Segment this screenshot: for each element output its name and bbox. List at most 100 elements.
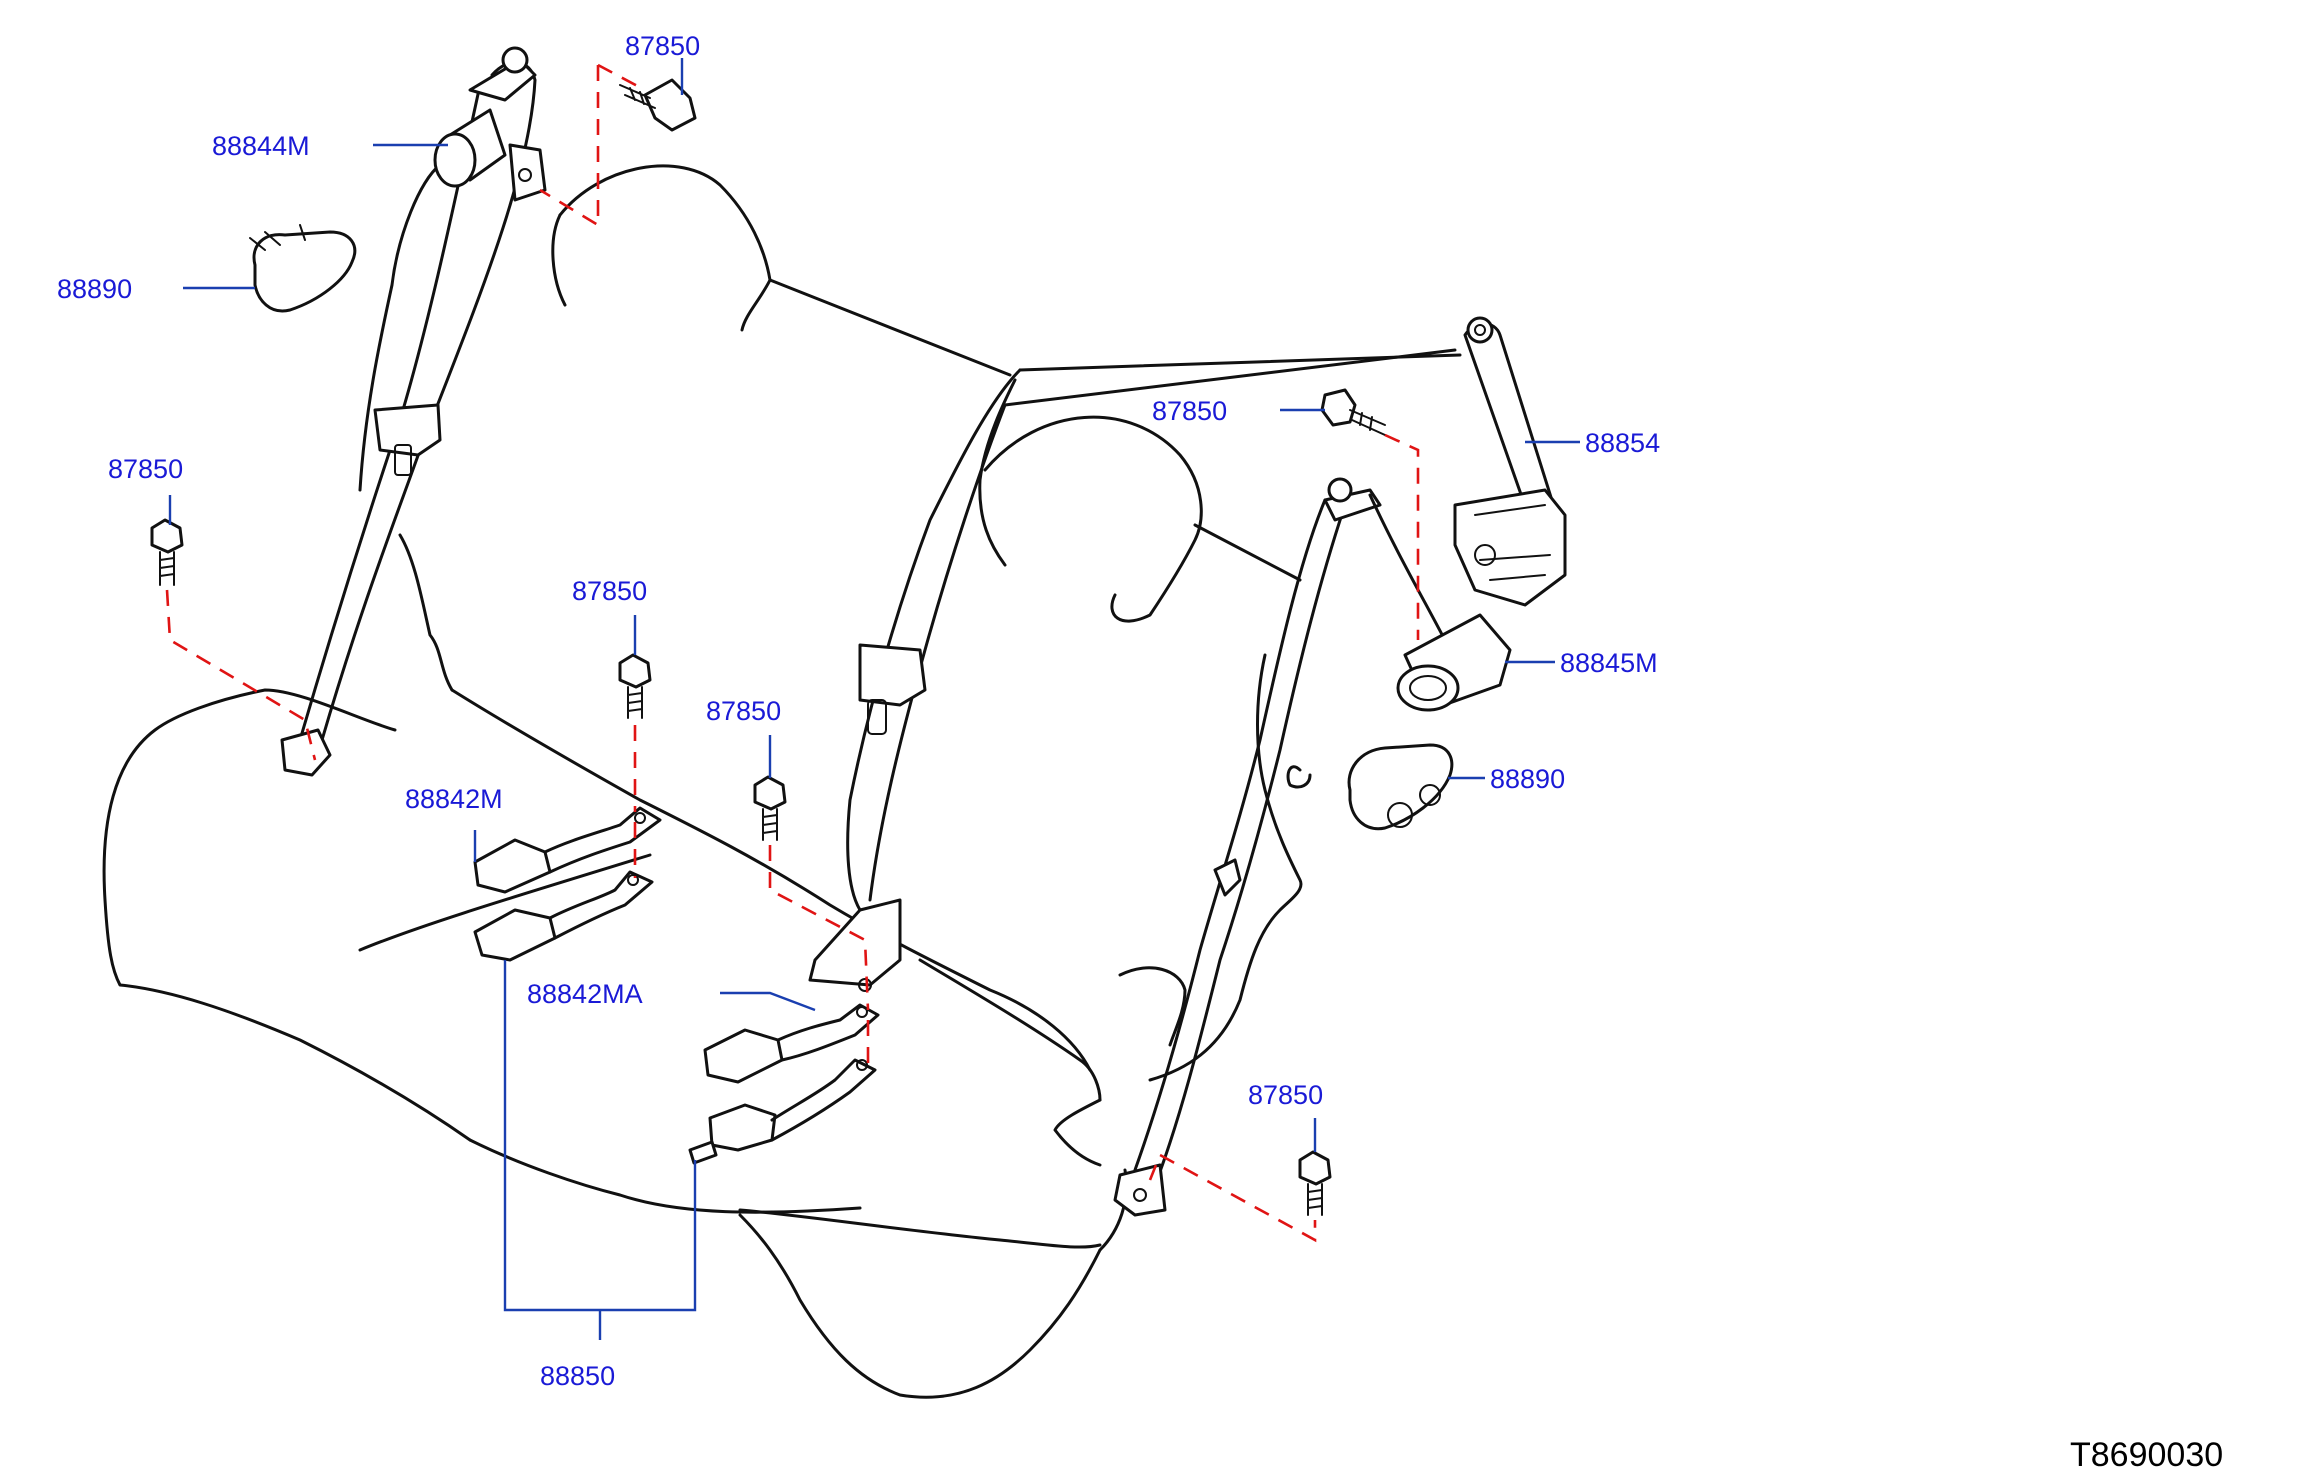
label-88850[interactable]: 88850 bbox=[540, 1361, 615, 1391]
buckle-88850-tongue-body bbox=[708, 1103, 777, 1152]
buckle-88842M-strap-lower bbox=[548, 870, 654, 940]
buckle-88850-strap bbox=[770, 1058, 877, 1142]
seatback-right-edge bbox=[1148, 653, 1303, 1082]
retractor-spool bbox=[1474, 544, 1496, 566]
right-belt-webbing-outer bbox=[1133, 498, 1327, 1172]
left-seat-belt bbox=[280, 46, 547, 777]
center-belt-webbing-right bbox=[868, 403, 1007, 902]
phantom-left bbox=[165, 589, 317, 761]
cover-right-body bbox=[1347, 743, 1454, 831]
cushion-front-left bbox=[468, 1138, 862, 1214]
center-anchor-hole bbox=[858, 978, 872, 992]
buckle-88842MA-strap bbox=[776, 1003, 880, 1062]
buckles bbox=[473, 806, 880, 1165]
buckle-88842M-hole-lower bbox=[627, 874, 639, 886]
bolt-center bbox=[753, 775, 787, 841]
cover-right-pin-a bbox=[1387, 802, 1413, 828]
seatback-left-lower bbox=[398, 533, 454, 692]
cushion-center-bottom bbox=[738, 1208, 1102, 1249]
headrest-left-outline bbox=[558, 164, 772, 332]
center-belt-lower-anchor bbox=[808, 898, 902, 987]
right-anchor-hole bbox=[1133, 1188, 1147, 1202]
left-belt-tongue bbox=[373, 403, 442, 457]
label-88842MA[interactable]: 88842MA bbox=[527, 979, 643, 1009]
cover-left-88890 bbox=[249, 224, 357, 313]
bolt-top-head bbox=[643, 78, 697, 132]
cover-right-pin-b bbox=[1419, 784, 1441, 806]
rear-seat-outline bbox=[102, 163, 1312, 1399]
left-anchor-hole bbox=[518, 168, 532, 182]
phantom-right-lower bbox=[1148, 1153, 1317, 1243]
buckle-88842M-hole-upper bbox=[634, 812, 646, 824]
center-retractor bbox=[1453, 316, 1567, 607]
cushion-front-right bbox=[738, 1213, 1102, 1399]
label-88845M[interactable]: 88845M bbox=[1560, 648, 1658, 678]
right-upper-webbing bbox=[1368, 493, 1452, 652]
label-88842M[interactable]: 88842M bbox=[405, 784, 503, 814]
label-bolt-right-lower[interactable]: 87850 bbox=[1248, 1080, 1323, 1110]
seatback-right-bump bbox=[1286, 765, 1312, 789]
left-belt-lower-anchor bbox=[280, 728, 332, 777]
cushion-right-bolster bbox=[1118, 966, 1187, 1047]
left-belt-webbing-outer bbox=[320, 60, 537, 742]
retractor-housing-detail bbox=[1474, 504, 1551, 581]
cushion-center-seam bbox=[918, 958, 1102, 1102]
seatback-right-top-edge bbox=[1193, 523, 1302, 582]
label-bolt-center-upper[interactable]: 87850 bbox=[572, 576, 647, 606]
bolt-right-upper-thread bbox=[1349, 409, 1386, 436]
retractor-top-bolt bbox=[1466, 316, 1494, 344]
label-bolt-top[interactable]: 87850 bbox=[625, 31, 700, 61]
label-bolt-right-upper[interactable]: 87850 bbox=[1152, 396, 1227, 426]
label-88844M[interactable]: 88844M bbox=[212, 131, 310, 161]
headrest-left-inner bbox=[551, 213, 567, 307]
bolt-left bbox=[150, 518, 184, 586]
bolt-top bbox=[619, 78, 697, 132]
right-belt-guide bbox=[1213, 858, 1242, 897]
seatback-center-contour bbox=[978, 378, 1017, 567]
label-cover-left[interactable]: 88890 bbox=[57, 274, 132, 304]
bolt-center-head bbox=[753, 775, 787, 811]
leader-88850 bbox=[503, 960, 697, 1312]
bolt-top-thread bbox=[619, 84, 656, 109]
buckle-88842MA-head bbox=[703, 1028, 784, 1084]
seatback-left-edge bbox=[358, 163, 442, 492]
phantom-center bbox=[768, 845, 870, 1065]
right-upper-anchor-bolt bbox=[1327, 477, 1353, 503]
leader-lines bbox=[168, 58, 1580, 1340]
label-88854[interactable]: 88854 bbox=[1585, 428, 1660, 458]
right-belt-webbing-inner bbox=[1153, 503, 1347, 1187]
cover-right-88890 bbox=[1347, 743, 1454, 831]
center-seat-belt bbox=[808, 316, 1567, 992]
left-upper-anchor-bolt bbox=[501, 46, 529, 74]
label-cover-right[interactable]: 88890 bbox=[1490, 764, 1565, 794]
part-labels: 87850 88844M 88890 87850 87850 87850 888… bbox=[57, 31, 1660, 1391]
buckle-88842M-head-lower bbox=[473, 908, 557, 962]
center-belt-tongue bbox=[858, 643, 927, 707]
right-retractor-88845M bbox=[1396, 613, 1512, 712]
right-retractor-ring bbox=[1396, 664, 1460, 712]
phantom-right-upper bbox=[1384, 433, 1420, 640]
buckle-88842M-head-upper bbox=[473, 838, 552, 894]
retractor-top-bolt-center bbox=[1474, 324, 1486, 336]
cover-left-body bbox=[252, 230, 357, 313]
label-bolt-left[interactable]: 87850 bbox=[108, 454, 183, 484]
cushion-left-crease bbox=[358, 853, 652, 952]
bolt-right-lower-head bbox=[1298, 1150, 1332, 1186]
buckle-88850-tongue-tip bbox=[688, 1140, 718, 1165]
bolt-right-lower-thread bbox=[1307, 1183, 1323, 1216]
bolt-center-upper-thread bbox=[627, 686, 643, 719]
buckle-88842MA-hole bbox=[856, 1006, 868, 1018]
right-retractor-ring-inner bbox=[1409, 675, 1447, 701]
center-belt-lower-edge bbox=[1003, 348, 1457, 407]
bolt-center-upper bbox=[618, 653, 652, 719]
center-belt-tongue-slot bbox=[867, 699, 887, 735]
seatback-top-edge bbox=[768, 278, 1012, 377]
retractor-housing bbox=[1453, 488, 1567, 607]
label-bolt-center[interactable]: 87850 bbox=[706, 696, 781, 726]
phantom-assembly-lines bbox=[165, 63, 1420, 1243]
cushion-right-notch bbox=[1053, 1098, 1102, 1167]
bolt-center-thread bbox=[762, 808, 778, 841]
bolt-center-upper-head bbox=[618, 653, 652, 689]
